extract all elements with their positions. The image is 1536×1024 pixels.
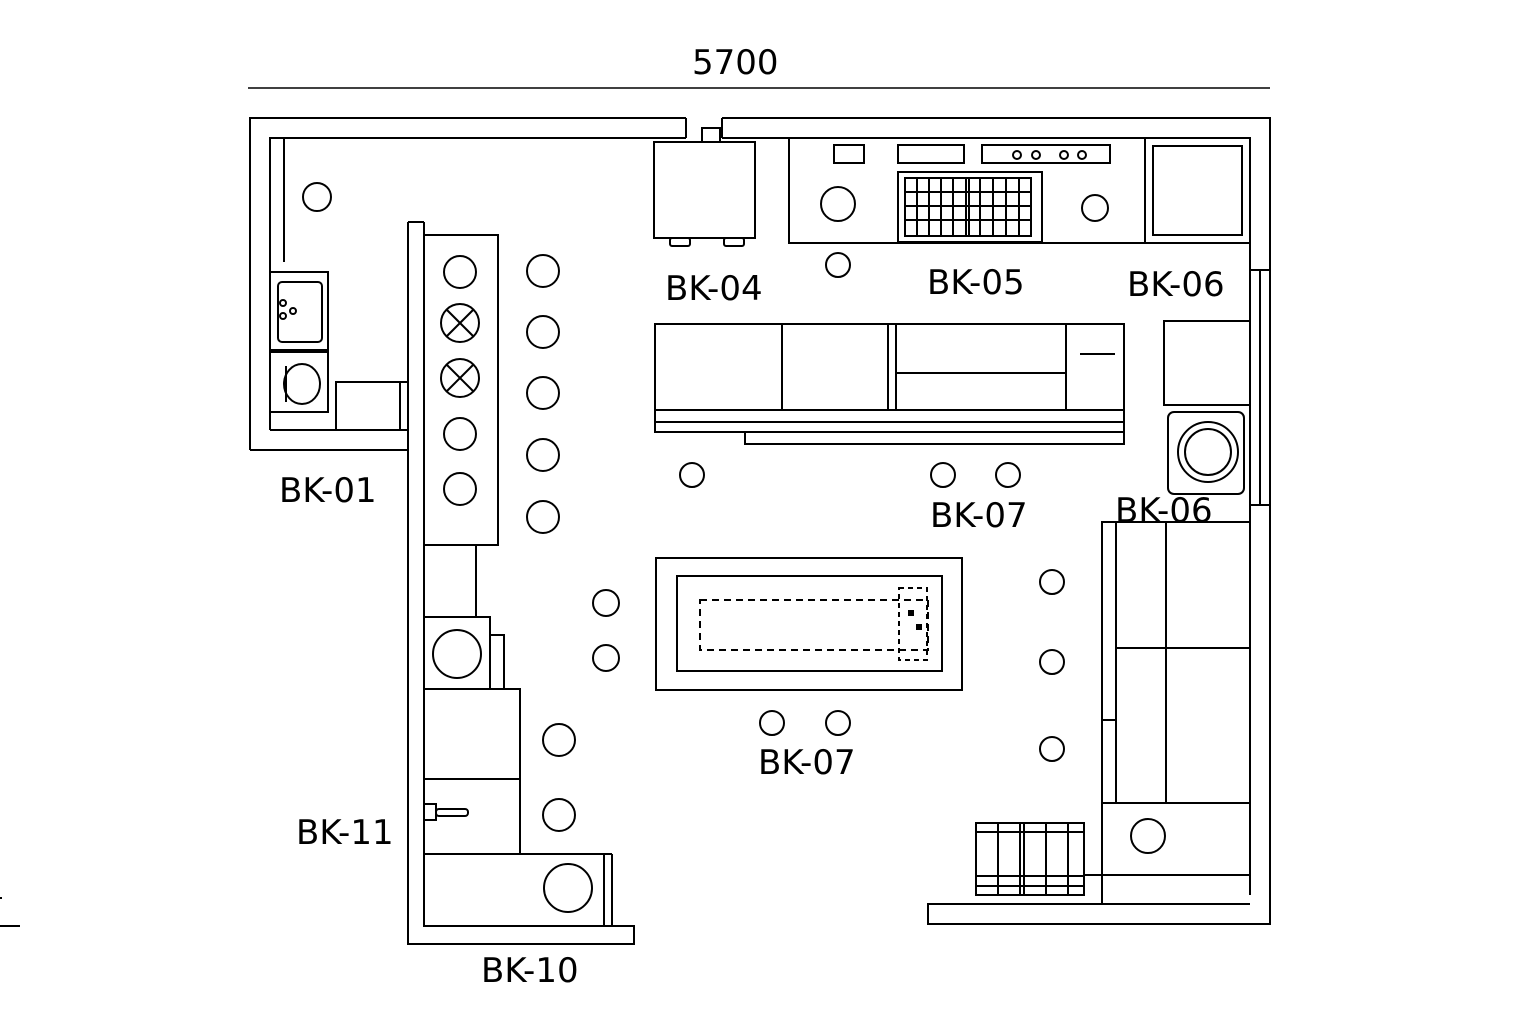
bk01-fixture-circle xyxy=(303,183,331,211)
zone-label-bk07-lower: BK-07 xyxy=(758,743,856,783)
washer-unit xyxy=(424,617,504,689)
bk01-cabinet xyxy=(336,382,400,430)
bk07-island xyxy=(656,558,962,690)
zone-label-bk11: BK-11 xyxy=(296,813,394,853)
burner-x-1 xyxy=(441,304,479,342)
left-stools xyxy=(527,255,559,533)
bk06-side-box xyxy=(1164,321,1250,405)
lower-cabinet-1 xyxy=(424,689,520,779)
zone-label-bk06-top: BK-06 xyxy=(1127,265,1225,305)
zone-label-bk06-side: BK-06 xyxy=(1115,491,1213,531)
bk06-top-unit xyxy=(1145,138,1250,243)
left-counter-top xyxy=(424,235,498,545)
bk06-round-unit xyxy=(1168,412,1244,494)
dimension-label: 5700 xyxy=(692,43,779,83)
bk05-grill xyxy=(898,172,1042,242)
sink-fixture xyxy=(270,272,328,350)
bk06-lounge-seat xyxy=(1102,522,1250,803)
bk04-unit xyxy=(654,128,755,246)
lower-cabinet-2 xyxy=(424,779,520,854)
burner-x-2 xyxy=(441,359,479,397)
zone-label-bk07-upper: BK-07 xyxy=(930,496,1028,536)
zone-label-bk10: BK-10 xyxy=(481,951,579,991)
bk06-bottom-unit xyxy=(1085,803,1250,904)
center-counter xyxy=(655,324,1124,444)
zone-label-bk05: BK-05 xyxy=(927,263,1025,303)
bk10-appliance xyxy=(424,854,612,926)
center-stools xyxy=(593,463,1064,761)
zone-label-bk01: BK-01 xyxy=(279,471,377,511)
crate-rack xyxy=(976,823,1084,895)
toilet-fixture xyxy=(270,352,328,412)
zone-label-bk04: BK-04 xyxy=(665,269,763,309)
